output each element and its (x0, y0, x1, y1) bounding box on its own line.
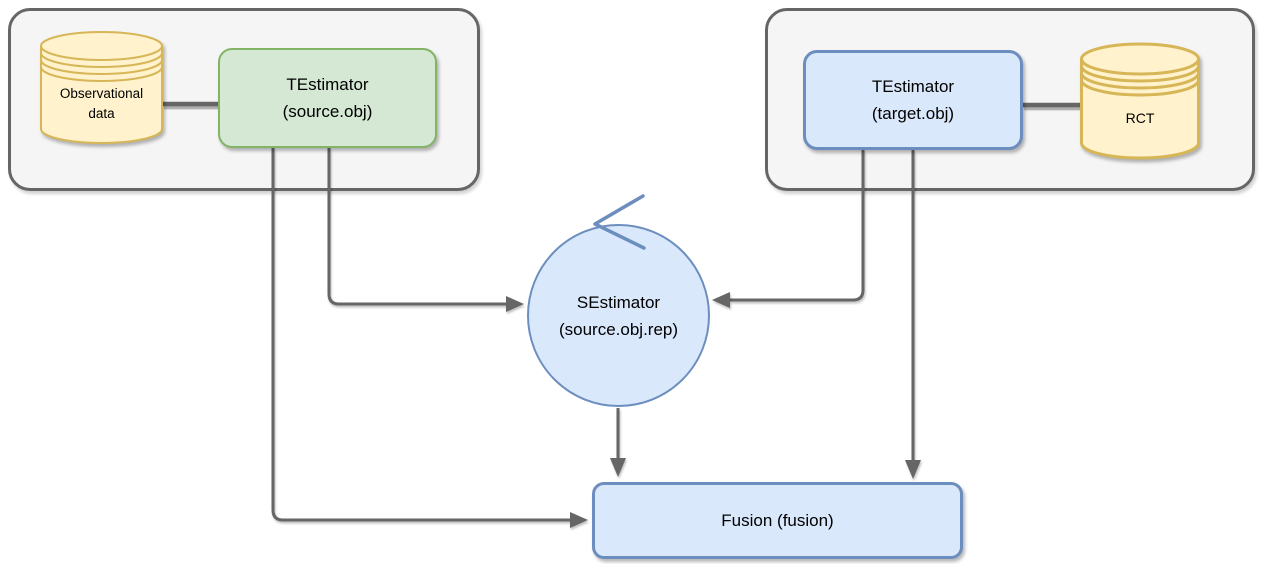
observational-data-cylinder (40, 31, 163, 144)
observational-data-label-line1: Observational (59, 86, 144, 101)
target-testimator-label-line2: (target.obj) (871, 104, 955, 123)
rct-label: RCT (1080, 100, 1200, 136)
sestimator-label-line2: (source.obj.rep) (558, 319, 679, 339)
edge-line (271, 148, 570, 522)
target-testimator-label-line1: TEstimator (871, 77, 955, 96)
fusion-node: Fusion (fusion) (592, 482, 963, 559)
edge-line (327, 148, 506, 306)
target-testimator-node: TEstimator (target.obj) (803, 50, 1023, 150)
rct-label-text: RCT (1125, 110, 1155, 126)
edge-source-estimator-to-sestimator (327, 148, 524, 312)
source-testimator-label-line2: (source.obj) (282, 102, 373, 121)
edge-sestimator-to-fusion (610, 408, 626, 477)
source-testimator-node: TEstimator (source.obj) (218, 48, 437, 148)
fusion-label: Fusion (fusion) (721, 511, 834, 530)
observational-data-label-line2: data (88, 106, 115, 121)
arrowhead-left-icon (712, 292, 730, 308)
edge-line (730, 150, 865, 302)
edge-target-estimator-to-sestimator (712, 150, 865, 308)
arrowhead-right-icon (506, 296, 524, 312)
edge-target-estimator-to-fusion (905, 150, 921, 479)
arrowhead-down-icon (610, 458, 626, 477)
source-testimator-label-line1: TEstimator (286, 75, 369, 94)
self-loop-arrow-icon (593, 194, 646, 250)
sestimator-node: SEstimator (source.obj.rep) (527, 224, 710, 407)
arrowhead-down-icon (905, 460, 921, 479)
arrowhead-right-icon (570, 512, 588, 528)
rct-cylinder (1080, 42, 1200, 160)
observational-data-label: Observational data (40, 82, 163, 126)
sestimator-label-line1: SEstimator (576, 292, 661, 312)
edge-source-estimator-to-fusion (271, 148, 588, 528)
